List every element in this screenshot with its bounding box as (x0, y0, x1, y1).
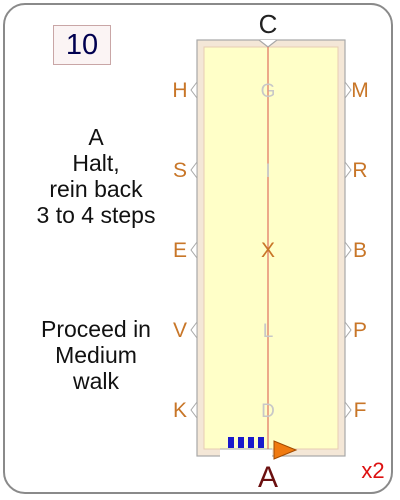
marker-p (344, 320, 352, 340)
marker-s (190, 160, 198, 180)
instruction-line-halt: Halt, (72, 150, 120, 176)
a-entrance-gap (220, 449, 272, 457)
arena-surface (203, 46, 339, 450)
letter-e: E (173, 239, 187, 262)
instruction-line-rein-back: rein back (49, 176, 143, 202)
marker-k (190, 400, 198, 420)
marker-r (344, 160, 352, 180)
proceed-arrow-icon (273, 440, 298, 460)
marker-e (190, 240, 198, 260)
marker-b (344, 240, 352, 260)
arena-letters: H M G S R I E B X V P L K F D (172, 79, 368, 422)
instruction-line-medium: Medium (55, 342, 137, 368)
letter-h: H (172, 79, 187, 102)
marker-m (344, 80, 352, 100)
rein-back-icon (228, 437, 264, 448)
letter-k: K (173, 399, 187, 422)
instruction-line-proceed: Proceed in (41, 316, 151, 342)
movement-number: 10 (53, 25, 111, 65)
letter-c: C (259, 9, 278, 39)
instruction-line-walk: walk (72, 368, 119, 394)
letter-b: B (353, 239, 367, 262)
instruction-proceed: Proceed in Medium walk (6, 316, 186, 394)
letter-s: S (173, 159, 187, 182)
marker-v (190, 320, 198, 340)
instruction-line-steps: 3 to 4 steps (36, 202, 156, 228)
instruction-letter: A (88, 124, 104, 150)
letter-v: V (173, 319, 187, 342)
repeat-label: x2 (361, 458, 384, 483)
letter-m: M (351, 79, 369, 102)
letter-r: R (352, 159, 367, 182)
letter-f: F (354, 399, 367, 422)
letter-a: A (258, 461, 278, 494)
letter-d: D (261, 401, 275, 422)
letter-l: L (263, 321, 274, 342)
letter-i: I (265, 161, 270, 182)
instruction-halt: A Halt, rein back 3 to 4 steps (6, 124, 186, 228)
marker-h (190, 80, 198, 100)
side-markers (190, 80, 352, 420)
marker-f (344, 400, 352, 420)
letter-x: X (261, 239, 275, 262)
letter-g: G (261, 81, 276, 102)
letter-p: P (353, 319, 367, 342)
